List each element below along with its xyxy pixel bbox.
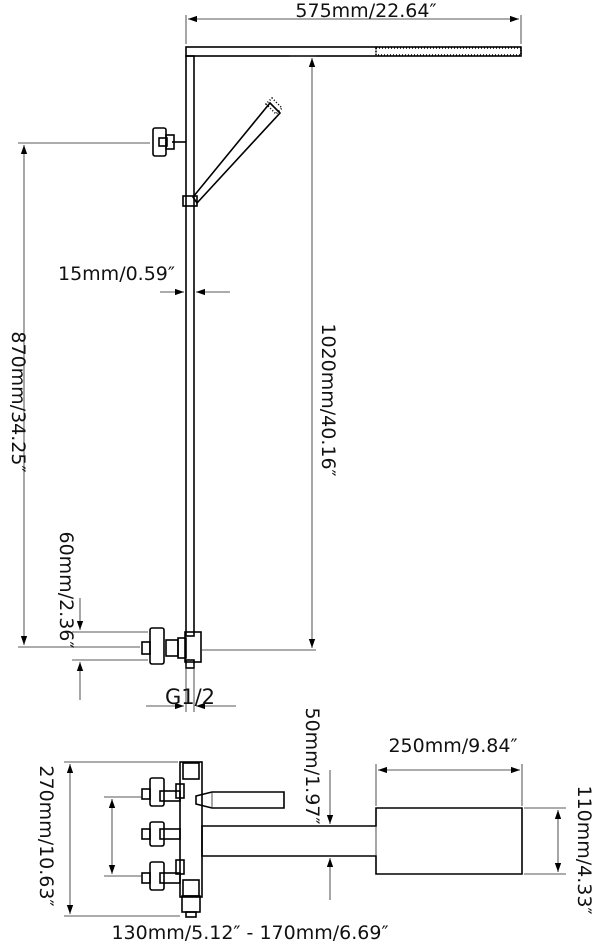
dim-center-distance: 130mm/5.12″ - 170mm/6.69″ bbox=[111, 922, 388, 944]
spout-arm bbox=[201, 807, 523, 875]
top-valve-knob bbox=[141, 777, 181, 807]
overhead-arm bbox=[185, 46, 522, 57]
dim-spout-width: 110mm/4.33″ bbox=[573, 785, 595, 914]
mixer-side-view: 50mm/1.97″ 250mm/9.84″ 110mm/4.33″ 270mm… bbox=[35, 708, 595, 944]
dim-pipe-diameter: 15mm/0.59″ bbox=[58, 263, 175, 285]
riser-pipe bbox=[185, 55, 195, 637]
dim-handheld-height: 870mm/34.25″ bbox=[7, 331, 29, 472]
dim-total-height: 1020mm/40.16″ bbox=[317, 323, 339, 476]
lever-handle bbox=[195, 791, 285, 809]
dim-spout-depth: 50mm/1.97″ bbox=[301, 708, 323, 825]
dim-inlet-spacing: 60mm/2.36″ bbox=[55, 532, 77, 649]
dim-mixer-height: 270mm/10.63″ bbox=[35, 765, 57, 906]
mixer-body bbox=[179, 761, 203, 898]
bottom-mixer-valve bbox=[141, 627, 202, 669]
dim-spout-length: 250mm/9.84″ bbox=[388, 735, 517, 757]
dim-thread: G1/2 bbox=[165, 685, 215, 709]
middle-valve-knob bbox=[141, 821, 181, 847]
shower-column-front-view: 575mm/22.64″ 1020mm/40.16″ 870mm/34.25″ … bbox=[7, 0, 522, 712]
slider-bracket bbox=[182, 195, 198, 207]
dim-arm-length: 575mm/22.64″ bbox=[295, 0, 436, 22]
upper-diverter-knob bbox=[152, 127, 186, 157]
bottom-valve-knob bbox=[141, 861, 181, 891]
hand-shower bbox=[192, 96, 284, 205]
rain-shower-head bbox=[375, 47, 522, 56]
